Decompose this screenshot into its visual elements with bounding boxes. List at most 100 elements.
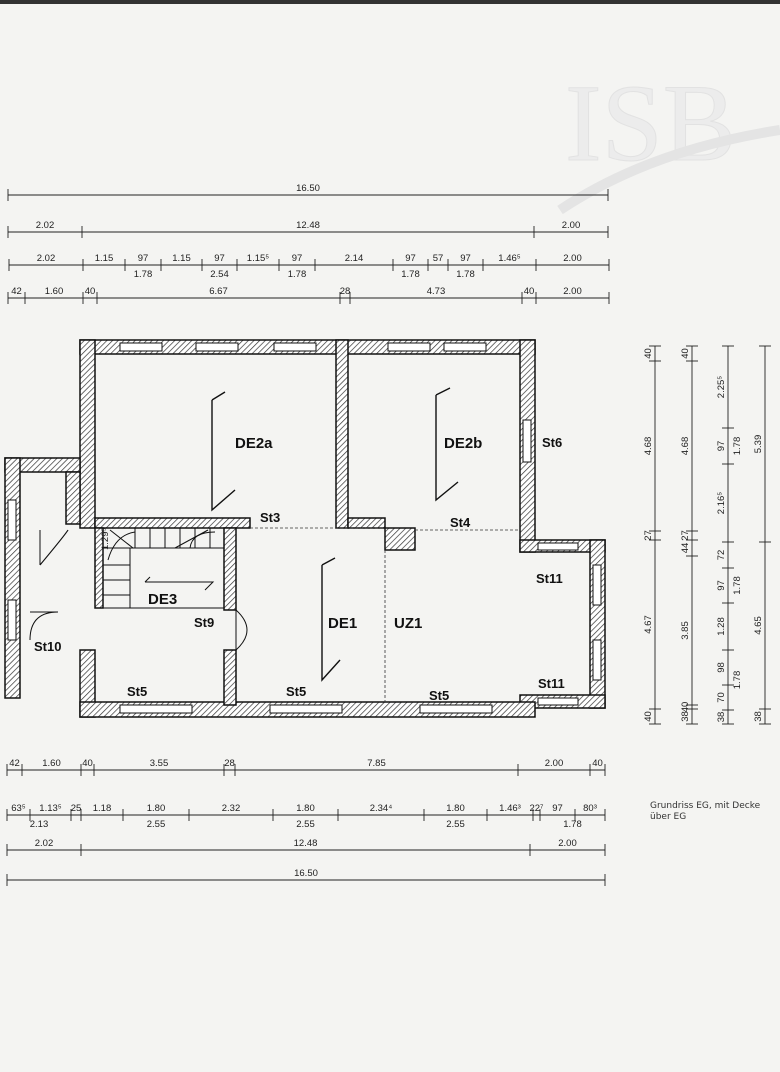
- dimension-label: 7.85: [367, 758, 386, 769]
- wall-annex-west: [4, 457, 21, 699]
- stair-dimension: 1.29⁵: [100, 528, 111, 550]
- dimension-label: 1.28: [716, 617, 727, 636]
- dimension-label: 40: [643, 348, 654, 359]
- dimension-label: 40: [85, 286, 96, 297]
- dimension-label: 70: [716, 692, 727, 703]
- window: [443, 342, 487, 352]
- dimension-label: 97: [716, 441, 727, 452]
- dimension-label: 2.00: [545, 758, 564, 769]
- dimension-label: 12.48: [294, 838, 318, 849]
- dimension-label: 2.00: [558, 838, 577, 849]
- window: [119, 704, 193, 714]
- dimension-label: 5.39: [753, 435, 764, 454]
- window: [419, 704, 493, 714]
- dimension-label: 1.80: [147, 803, 166, 814]
- dashed-lines: [250, 527, 520, 702]
- dimension-label: 28: [224, 758, 235, 769]
- dimension-label: 97: [214, 253, 225, 264]
- label-st5: St5: [127, 684, 147, 699]
- dimension-label: 1.46³: [499, 803, 521, 814]
- room-de3: DE3: [148, 591, 177, 608]
- dimension-label: 1.13⁵: [39, 803, 61, 814]
- stair: [29, 527, 248, 651]
- window: [7, 499, 17, 541]
- label-st5: St5: [429, 688, 449, 703]
- dimension-label: 16.50: [294, 868, 318, 879]
- stamp-labels: St3 St4 St6 St9 St10 St11 St11 St5 St5 S…: [34, 435, 565, 703]
- dimension-label: 1.60: [42, 758, 61, 769]
- window: [119, 342, 163, 352]
- dimension-label: 1.15⁵: [247, 253, 269, 264]
- dimension-label: 2.02: [36, 220, 55, 231]
- dimension-label: 22⁷: [529, 803, 544, 814]
- dimension-label: 16.50: [296, 183, 320, 194]
- isb-logo-watermark: ISB: [565, 62, 736, 184]
- dimension-label: 4.68: [643, 437, 654, 456]
- wall-middle: [335, 339, 349, 529]
- dimension-label-lower: 1.78: [134, 269, 153, 280]
- dimension-label: 2.02: [37, 253, 56, 264]
- dimension-label: 3.55: [150, 758, 169, 769]
- dimension-label: 4.65: [753, 616, 764, 635]
- dimension-label: 38: [680, 711, 691, 722]
- dimension-label: 42: [9, 758, 20, 769]
- dimension-label: 3.85: [680, 621, 691, 640]
- dimension-label: 38: [716, 712, 727, 723]
- window: [592, 564, 602, 606]
- dimension-label: 2.00: [563, 286, 582, 297]
- wall-stair-east: [223, 527, 237, 611]
- dimension-label: 42: [11, 286, 22, 297]
- dimension-label: 98: [716, 662, 727, 673]
- room-de2a: DE2a: [235, 435, 273, 452]
- dimension-label: 2.14: [345, 253, 364, 264]
- room-de2b: DE2b: [444, 435, 482, 452]
- dimension-label: 38: [753, 711, 764, 722]
- dimension-label: 97: [460, 253, 471, 264]
- dimension-label: 28: [340, 286, 351, 297]
- dimension-label: 2.32: [222, 803, 241, 814]
- window: [273, 342, 317, 352]
- dimension-label-lower: 1.78: [732, 576, 743, 595]
- window: [7, 599, 17, 641]
- dimension-label: 72: [716, 550, 727, 561]
- caption-line-1: Grundriss EG, mit Decke: [650, 801, 761, 811]
- dimension-label: 97: [552, 803, 563, 814]
- dimension-label: 2.34⁴: [370, 803, 393, 814]
- label-st5: St5: [286, 684, 306, 699]
- dimension-label: 40: [680, 702, 691, 713]
- dimension-label-lower: 2.55: [147, 819, 166, 830]
- dimension-label: 1.15: [172, 253, 191, 264]
- dimension-label: 25: [71, 803, 82, 814]
- dimension-label-lower: 1.78: [563, 819, 582, 830]
- label-st9: St9: [194, 615, 214, 630]
- logo-swoosh: [557, 125, 780, 215]
- room-uz1: UZ1: [394, 615, 422, 632]
- dimension-label-lower: 2.55: [446, 819, 465, 830]
- dimension-label: 63⁵: [11, 803, 26, 814]
- window: [195, 342, 239, 352]
- dimension-label: 27: [680, 530, 691, 541]
- dimension-label-lower: 1.78: [732, 671, 743, 690]
- dimension-label: 2.00: [563, 253, 582, 264]
- scan-edge: [0, 0, 780, 4]
- dimension-label: 1.18: [93, 803, 112, 814]
- window: [592, 639, 602, 681]
- dimension-label: 2.25⁵: [716, 376, 727, 398]
- dimension-label: 1.80: [446, 803, 465, 814]
- label-st11: St11: [538, 676, 565, 691]
- dimension-label: 40: [680, 348, 691, 359]
- label-st10: St10: [34, 639, 61, 654]
- dimension-label: 80³: [583, 803, 597, 814]
- label-st4: St4: [450, 515, 471, 530]
- dimension-label: 1.60: [45, 286, 64, 297]
- dimension-label: 97: [716, 580, 727, 591]
- dimension-label: 4.73: [427, 286, 446, 297]
- dimension-label: 97: [405, 253, 416, 264]
- label-st6: St6: [542, 435, 562, 450]
- window: [537, 542, 579, 551]
- dimension-label: 44: [680, 543, 691, 554]
- label-st3: St3: [260, 510, 280, 525]
- dimension-label: 2.02: [35, 838, 54, 849]
